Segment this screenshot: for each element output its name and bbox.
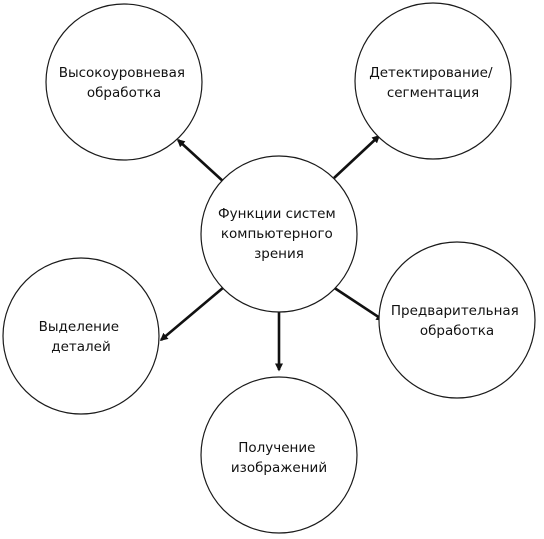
arrow-to-preprocessing <box>332 285 385 322</box>
arrow-to-detection <box>333 134 381 179</box>
arrow-to-feature-extraction <box>159 286 225 341</box>
acquisition-label-line-1: Получение <box>238 440 315 456</box>
detection-node-circle <box>354 2 512 160</box>
high-level-node: Высокоуровневая обработка <box>45 3 203 161</box>
center-node: Функции систем компьютерного зрения <box>200 155 358 313</box>
feature-extraction-node: Выделение деталей <box>2 257 160 415</box>
high-level-node-label: Высокоуровневая обработка <box>59 65 190 101</box>
high-level-label-line-1: Высокоуровневая <box>59 65 185 81</box>
feature-extraction-label-line-1: Выделение <box>39 319 119 335</box>
preprocessing-label-line-2: обработка <box>420 323 494 339</box>
feature-extraction-label-line-2: деталей <box>51 339 110 355</box>
center-node-label: Функции систем компьютерного зрения <box>218 206 340 262</box>
detection-label-line-1: Детектирование/ <box>369 65 493 81</box>
center-label-line-1: Функции систем <box>218 206 336 222</box>
preprocessing-label-line-1: Предварительная <box>391 303 519 319</box>
preprocessing-node-label: Предварительная обработка <box>391 303 523 339</box>
center-label-line-3: зрения <box>254 246 304 262</box>
acquisition-node-circle <box>200 376 358 534</box>
detection-node-label: Детектирование/ сегментация <box>369 65 497 101</box>
high-level-label-line-2: обработка <box>87 85 161 101</box>
center-label-line-2: компьютерного <box>221 226 333 242</box>
acquisition-label-line-2: изображений <box>231 460 327 476</box>
high-level-node-circle <box>45 3 203 161</box>
center-node-circle <box>200 155 358 313</box>
acquisition-node: Получение изображений <box>200 376 358 534</box>
preprocessing-node-circle <box>378 241 536 399</box>
detection-node: Детектирование/ сегментация <box>354 2 512 160</box>
acquisition-node-label: Получение изображений <box>231 440 327 476</box>
detection-label-line-2: сегментация <box>387 85 479 101</box>
feature-extraction-node-label: Выделение деталей <box>39 319 124 355</box>
arrow-to-high-level <box>176 138 226 184</box>
feature-extraction-node-circle <box>2 257 160 415</box>
preprocessing-node: Предварительная обработка <box>378 241 536 399</box>
